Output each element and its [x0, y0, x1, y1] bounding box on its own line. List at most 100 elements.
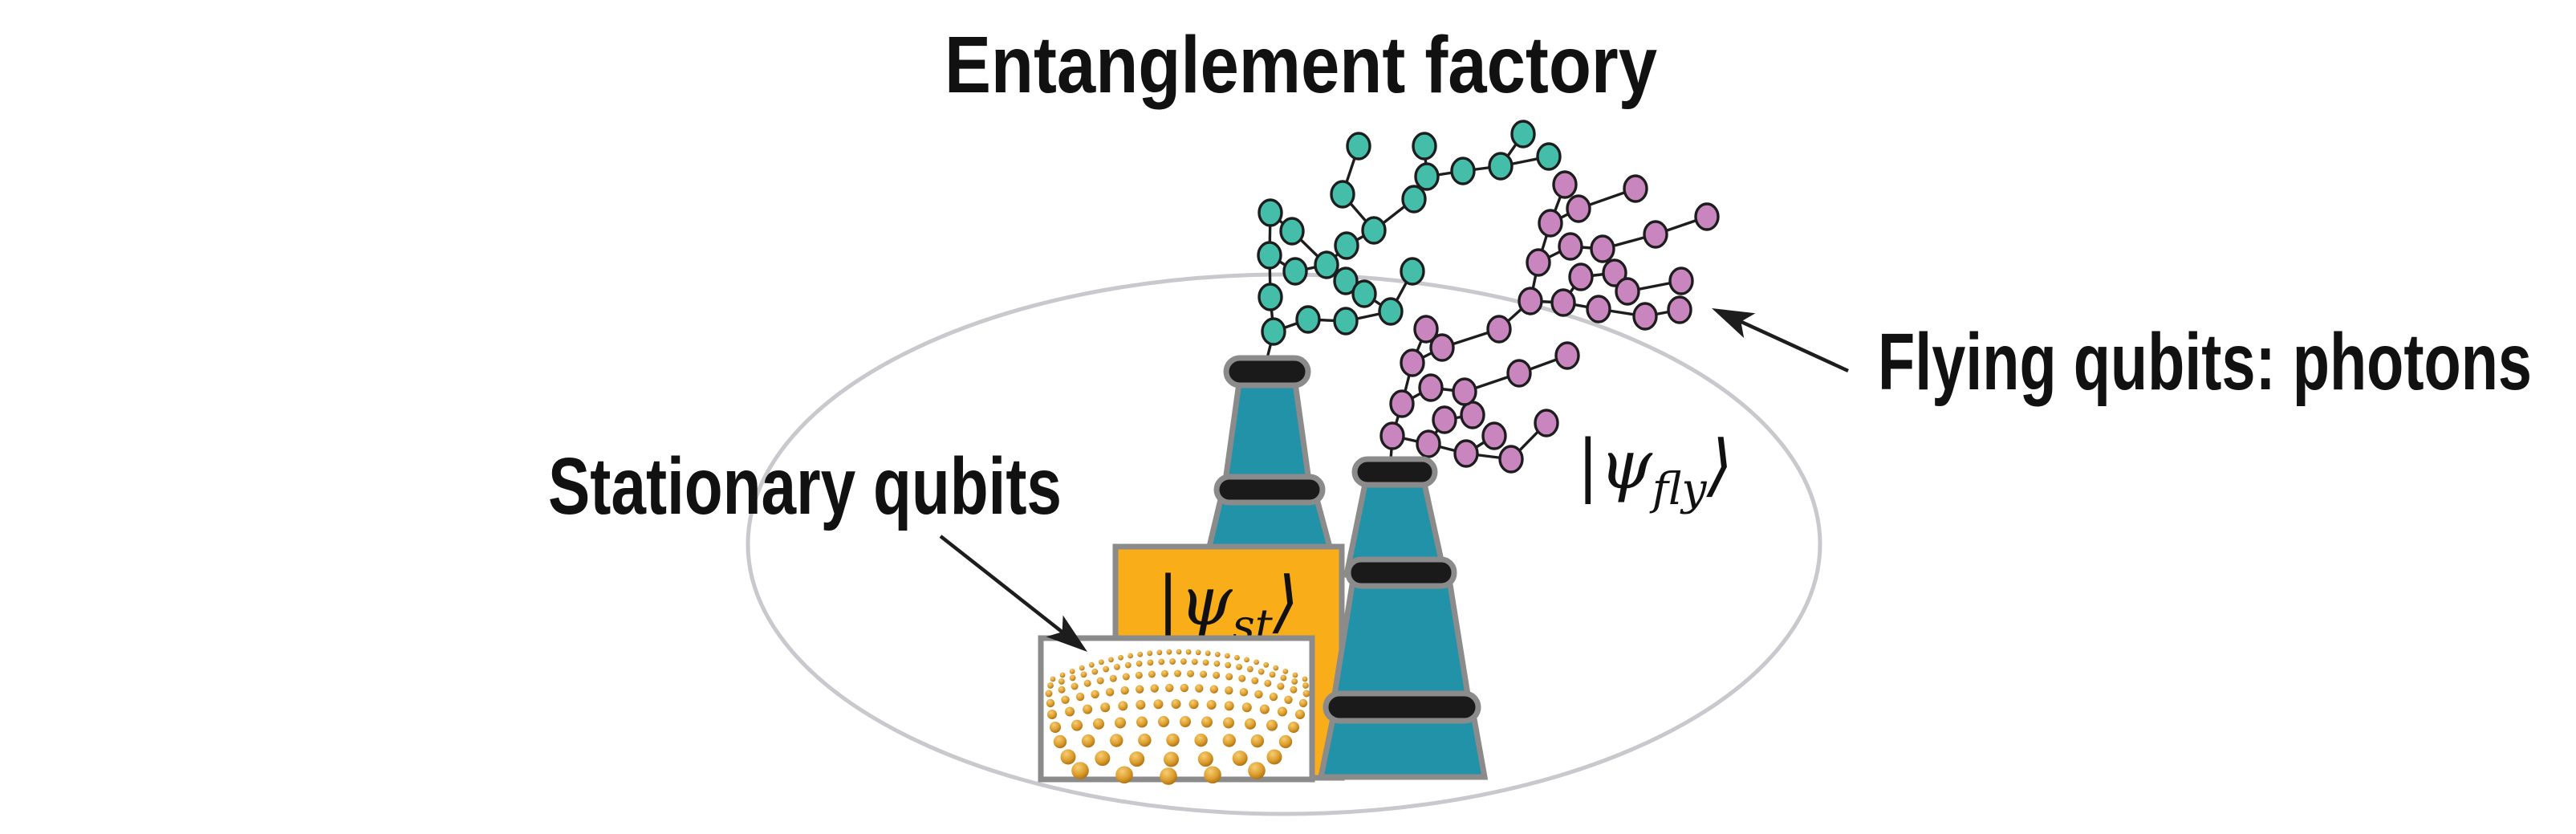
purple-graph-node: [1632, 302, 1658, 331]
atom-sphere: [1194, 733, 1208, 747]
atom-sphere: [1128, 653, 1134, 659]
atom-sphere: [1223, 717, 1234, 729]
atom-sphere: [1224, 701, 1234, 711]
atom-sphere: [1136, 700, 1146, 710]
atom-sphere: [1191, 658, 1198, 665]
atom-sphere: [1195, 649, 1201, 656]
purple-graph-node: [1413, 315, 1439, 344]
atom-sphere: [1069, 668, 1075, 674]
atom-sphere: [1269, 692, 1278, 702]
atom-sphere: [1180, 658, 1187, 665]
teal-graph-node: [1295, 305, 1321, 334]
purple-graph-node: [1418, 373, 1444, 402]
atom-sphere: [1253, 659, 1260, 665]
atom-sphere: [1209, 685, 1219, 694]
atom-sphere: [1095, 751, 1111, 767]
atom-sphere: [1083, 704, 1093, 714]
atom-sphere: [1138, 733, 1152, 747]
arrow-line: [939, 535, 1067, 637]
purple-graph-node: [1498, 445, 1524, 474]
atom-sphere: [1224, 653, 1230, 659]
purple-graph-node: [1667, 295, 1692, 324]
atom-sphere: [1122, 673, 1130, 681]
atom-sphere: [1234, 654, 1240, 661]
atom-sphere: [1091, 690, 1099, 699]
atom-sphere: [1263, 661, 1270, 668]
teal-graph-node: [1257, 241, 1282, 270]
teal-graph-node: [1282, 257, 1308, 286]
atom-sphere: [1169, 658, 1176, 665]
teal-graph-node: [1258, 283, 1283, 311]
atom-sphere: [1250, 734, 1265, 748]
atom-sphere: [1091, 668, 1099, 675]
atom-sphere: [1200, 670, 1208, 678]
purple-graph-node: [1481, 421, 1507, 450]
atom-sphere: [1156, 649, 1163, 656]
purple-graph-node: [1586, 295, 1611, 323]
atom-sphere: [1071, 719, 1083, 731]
atom-sphere: [1160, 767, 1177, 785]
teal-graph-node: [1378, 297, 1404, 326]
atom-sphere: [1053, 734, 1067, 749]
purple-graph-node: [1554, 341, 1580, 370]
teal-graph-node: [1314, 250, 1339, 279]
atom-sphere: [1115, 717, 1126, 729]
atom-sphere: [1071, 682, 1079, 690]
purple-graph-node: [1623, 174, 1648, 203]
atom-sphere: [1295, 710, 1305, 719]
atom-sphere: [1124, 661, 1132, 669]
chimney-band: [1345, 556, 1457, 589]
atom-sphere: [1225, 661, 1232, 669]
atom-sphere: [1185, 649, 1192, 655]
stationary-qubits-label: Stationary qubits: [548, 441, 1062, 531]
atom-sphere: [1110, 734, 1123, 747]
atom-lattice: [1045, 649, 1310, 785]
atom-sphere: [1244, 657, 1249, 663]
purple-graph-node: [1615, 277, 1640, 306]
atom-sphere: [1277, 682, 1285, 690]
stationary-arrow: [939, 535, 1087, 652]
atom-sphere: [1258, 668, 1265, 675]
atom-sphere: [1050, 722, 1061, 733]
right-chimney: [1317, 456, 1489, 780]
chimney-band: [1351, 456, 1438, 488]
atom-sphere: [1277, 706, 1287, 717]
teal-graph-node: [1258, 198, 1283, 227]
atom-sphere: [1135, 685, 1144, 694]
purple-graph-node: [1552, 170, 1578, 199]
teal-graph-node: [1351, 279, 1377, 308]
left-chimney: [1205, 355, 1335, 553]
atom-sphere: [1075, 692, 1085, 702]
atom-sphere: [1109, 674, 1117, 682]
atom-sphere: [1213, 671, 1221, 679]
atom-sphere: [1150, 684, 1159, 693]
purple-graph-node: [1460, 401, 1485, 429]
atom-sphere: [1079, 665, 1085, 671]
atom-sphere: [1061, 695, 1070, 704]
atom-sphere: [1158, 658, 1165, 665]
purple-graph-node: [1486, 315, 1512, 344]
arrow-head: [1046, 615, 1087, 652]
teal-graph-node: [1330, 180, 1355, 209]
atom-sphere: [1147, 659, 1154, 666]
arrow-line: [1735, 318, 1849, 373]
atom-sphere: [1088, 661, 1095, 668]
teal-graph-node: [1414, 162, 1440, 191]
atom-sphere: [1136, 660, 1143, 667]
atom-sphere: [1266, 719, 1278, 731]
atom-sphere: [1093, 718, 1104, 730]
atom-sphere: [1290, 686, 1298, 694]
atom-sphere: [1100, 702, 1111, 713]
arrow-head: [1712, 308, 1756, 339]
atom-sphere: [1047, 682, 1054, 689]
teal-graph-node: [1401, 185, 1427, 214]
atom-sphere: [1239, 688, 1249, 697]
atom-sphere: [1105, 688, 1115, 697]
purple-graph-node: [1526, 248, 1551, 277]
atom-sphere: [1195, 684, 1204, 693]
atom-sphere: [1214, 651, 1221, 657]
purple-graph-node: [1389, 389, 1415, 418]
chimney-segment: [1328, 576, 1474, 713]
atom-sphere: [1176, 649, 1182, 655]
